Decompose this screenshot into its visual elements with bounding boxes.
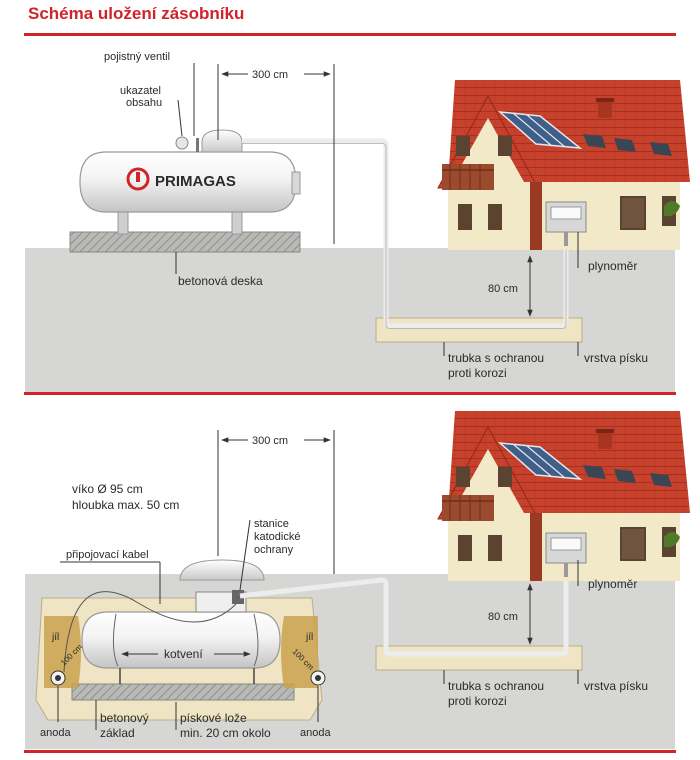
lid-label-2: hloubka max. 50 cm — [72, 498, 179, 512]
depth-label-bottom: 80 cm — [488, 611, 518, 623]
bed-label-2: min. 20 cm okolo — [180, 726, 271, 740]
cathodic-label-3: ochrany — [254, 544, 294, 556]
sand-layer-label-top: vrstva písku — [584, 351, 648, 365]
pipe-label-bottom-1: trubka s ochranou — [448, 679, 544, 693]
gauge-label-2: obsahu — [126, 97, 162, 109]
gas-pipe-lower — [239, 558, 569, 657]
gauge-label-1: ukazatel — [120, 85, 161, 97]
underground-section: 300 cm víko Ø 95 cm hloubka max. 50 cm s… — [25, 409, 692, 749]
bed-label-1: pískové lože — [180, 711, 247, 725]
cathodic-label-2: katodické — [254, 531, 300, 543]
anode-label-left: anoda — [40, 727, 71, 739]
cathodic-label-1: stanice — [254, 518, 289, 530]
house-lower — [436, 409, 692, 583]
title-rule — [24, 33, 676, 36]
lid-label-1: víko Ø 95 cm — [72, 482, 143, 496]
concrete-base — [71, 683, 295, 701]
sand-bed-lower — [375, 645, 583, 671]
pipe-label-top-1: trubka s ochranou — [448, 351, 544, 365]
distance-label-bottom: 300 cm — [252, 435, 288, 447]
base-label-2: základ — [100, 726, 135, 740]
pipe-label-top-2: proti korozi — [448, 366, 507, 380]
cable-label: připojovací kabel — [66, 549, 149, 561]
diagram-title: Schéma uložení zásobníku — [28, 4, 245, 23]
clay-label-left: jíl — [51, 632, 59, 643]
concrete-slab-label: betonová deska — [178, 274, 263, 288]
gas-meter-label-bottom: plynoměr — [588, 577, 637, 591]
sand-layer-label-bottom: vrstva písku — [584, 679, 648, 693]
distance-label-top: 300 cm — [252, 69, 288, 81]
anode-label-right: anoda — [300, 727, 331, 739]
bottom-rule — [24, 750, 676, 753]
safety-valve-label: pojistný ventil — [104, 51, 170, 63]
manhole-lid — [179, 559, 265, 581]
gas-pipe — [242, 138, 569, 329]
primagas-logo-icon — [126, 167, 150, 191]
connection-cable — [63, 591, 237, 673]
anchoring-label: kotvení — [164, 647, 203, 661]
house — [436, 78, 692, 252]
concrete-slab — [69, 231, 301, 253]
gas-meter-label-top: plynoměr — [588, 259, 637, 273]
base-label-1: betonový — [100, 711, 149, 725]
tank-above-ground: PRIMAGAS — [79, 129, 301, 235]
depth-label-top: 80 cm — [488, 283, 518, 295]
clay-label-right: jíl — [305, 632, 313, 643]
section-divider — [24, 392, 676, 395]
sand-bed — [376, 318, 582, 342]
above-ground-section: PRIMAGAS 300 cm pojistný ventil ukazatel… — [25, 51, 692, 392]
brand-label: PRIMAGAS — [155, 173, 236, 190]
gauge-leader — [177, 99, 183, 137]
pipe-label-bottom-2: proti korozi — [448, 694, 507, 708]
